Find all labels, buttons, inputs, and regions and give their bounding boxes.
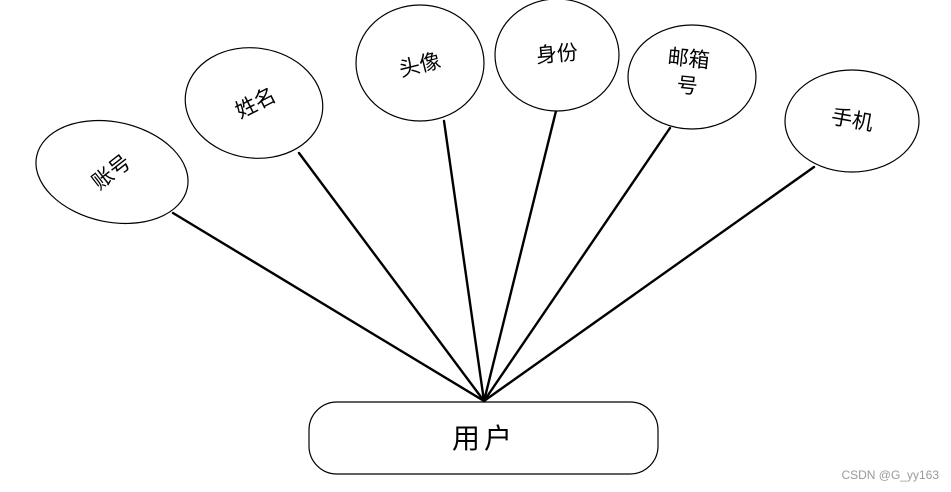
attribute-identity-ellipse xyxy=(494,0,620,112)
attribute-account: 账号 xyxy=(35,119,189,225)
connector-name xyxy=(297,151,486,403)
watermark: CSDN @G_yy163 xyxy=(841,468,939,482)
connector-identity xyxy=(482,109,558,403)
attribute-identity-label: 身份 xyxy=(535,40,579,68)
attribute-email-ellipse xyxy=(627,24,757,130)
entity-user: 用户 xyxy=(308,401,659,475)
attribute-name: 姓名 xyxy=(184,47,324,159)
attribute-email-label-line2: 号 xyxy=(675,73,698,99)
connector-avatar xyxy=(442,119,486,403)
connector-account xyxy=(171,211,486,403)
attribute-email: 邮箱 号 xyxy=(627,24,757,130)
connector-email xyxy=(482,126,672,403)
attribute-email-label-line1: 邮箱 xyxy=(667,45,711,73)
attribute-avatar-ellipse xyxy=(355,4,485,122)
attribute-email-label: 邮箱 号 xyxy=(664,45,718,101)
attribute-name-ellipse xyxy=(184,47,324,159)
entity-user-label: 用户 xyxy=(452,422,516,455)
attribute-phone-ellipse xyxy=(784,69,920,173)
attribute-phone: 手机 xyxy=(784,69,920,173)
entity-user-box xyxy=(308,401,659,475)
connector-phone xyxy=(482,165,816,403)
attribute-account-ellipse xyxy=(35,119,189,225)
attribute-identity: 身份 xyxy=(494,0,620,112)
attribute-avatar: 头像 xyxy=(355,4,485,122)
